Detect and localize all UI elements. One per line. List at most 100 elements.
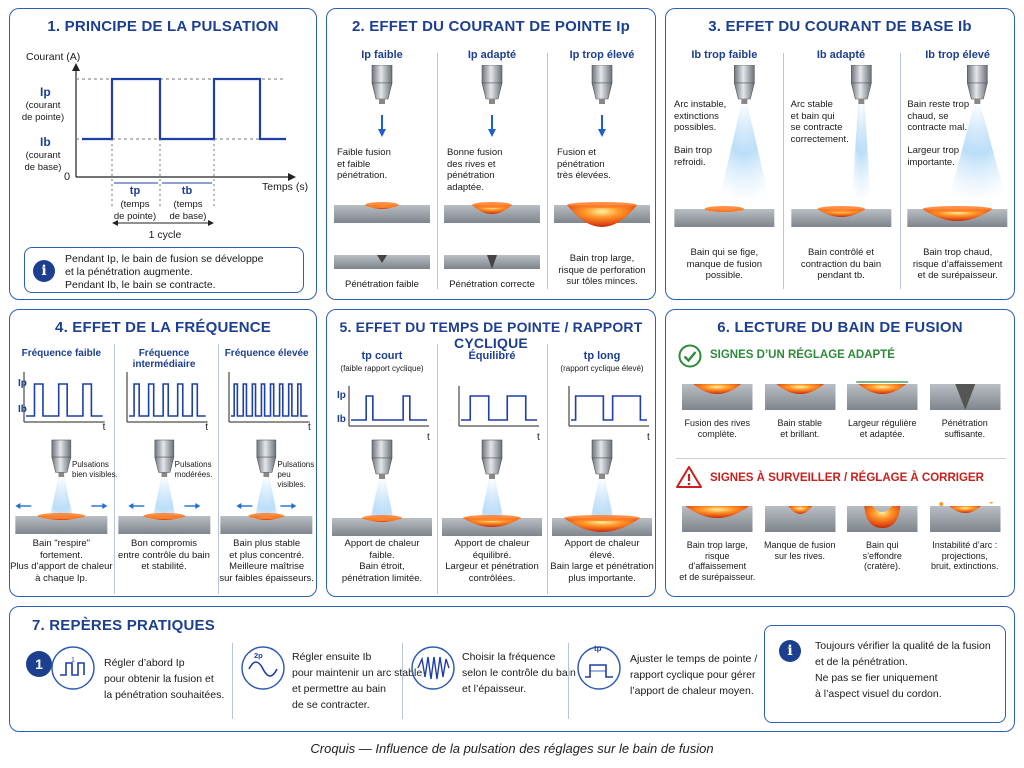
check-circle-icon [678,344,702,368]
panel-pulsation-principle: 1. PRINCIPE DE LA PULSATION Courant (A) … [9,8,317,300]
base-col-illustration-1 [790,65,891,227]
duty-col-head-1: Équilibré [468,350,516,362]
peak-col-text-2: Fusion et pénétration très élevées. [557,147,611,181]
panel-duty-cycle: 5. EFFET DU TEMPS DE POINTE / RAPPORT CY… [326,309,656,597]
y-axis-label: Courant (A) [26,51,81,63]
freq-col-illustration-2 [220,372,313,536]
duty-col-sub-2: (rapport cyclique élevé) [560,364,644,373]
verification-note: Toujours vérifier la qualité de la fusio… [815,640,991,700]
freq-col-illustration-1 [117,372,210,536]
x-axis-label: Temps (s) [262,181,309,193]
freq-ip-label: Ip [18,378,27,389]
freq-col-result-1: Bon compromis entre contrôle du bain et … [118,538,210,572]
bad-sign-text-1: Manque de fusion sur les rives. [763,540,836,561]
good-signs-heading: SIGNES D’UN RÉGLAGE ADAPTÉ [710,349,895,361]
panel-7-title: 7. REPÈRES PRATIQUES [32,617,215,634]
panel-1-title: 1. PRINCIPE DE LA PULSATION [47,18,279,35]
peak-col-text-0: Faible fusion et faible pénétration. [337,147,391,181]
base-icon-label: 2p [254,651,263,660]
duty-col-head-0: tp court [361,350,403,362]
peak-col-head-2: Ip trop élevé [569,49,635,61]
panel-weld-pool-reading: 6. LECTURE DU BAIN DE FUSION SIGNES D’UN… [665,309,1015,597]
info-icon: i [33,260,55,282]
ib-sublabel: (courant de base) [24,150,62,173]
panel-7-info-box: i Toujours vérifier la qualité de la fus… [764,625,1006,723]
bad-sign-image-1 [764,506,835,532]
tp-label: tp [129,185,141,197]
base-col-illustration-0 [674,65,775,227]
duty-t-label-2: t [647,432,650,443]
peak-col-illustration-1 [444,65,540,269]
duty-col-head-2: tp long [583,350,621,362]
panel-practical-tips: 7. REPÈRES PRATIQUES 1 1 Régler d’abord … [9,606,1015,732]
base-col-result-2: Bain trop chaud, risque d’affaissement e… [912,247,1003,281]
freq-t-label-0: t [102,422,106,433]
ib-label: Ib [40,135,51,149]
tb-sublabel: (temps de base) [169,199,207,222]
frequency-wave-icon [411,646,455,690]
tip-step-3: Choisir la fréquence selon le contrôle d… [462,651,576,695]
peak-col-result-0: Pénétration faible [345,279,419,290]
tip-step-4: Ajuster le temps de pointe / rapport cyc… [630,653,758,697]
panel-base-current: 3. EFFET DU COURANT DE BASE Ib Ib trop f… [665,8,1015,300]
duty-t-label-1: t [537,432,540,443]
warning-triangle-icon [676,466,702,488]
panel-frequency: 4. EFFET DE LA FRÉQUENCE Fréquence faibl… [9,309,317,597]
freq-t-label-1: t [205,422,209,433]
step-number-badge: 1 [26,651,52,677]
freq-col-result-0: Bain "respire" fortement. Plus d’apport … [10,538,113,584]
base-col-result-1: Bain contrôlé et contraction du bain pen… [800,247,882,281]
peak-col-text-1: Bonne fusion des rives et pénétration ad… [447,147,503,193]
panel-2-title: 2. EFFET DU COURANT DE POINTE Ip [351,18,631,35]
base-col-text-2: Bain reste trop chaud, se contracte mal.… [907,99,970,168]
base-col-head-2: Ib trop élevé [925,49,991,61]
info-icon: i [779,640,801,662]
freq-t-label-2: t [308,422,311,433]
panel-1-info-box: i Pendant Ip, le bain de fusion se dével… [24,247,304,293]
duty-ip-label: Ip [337,390,346,401]
freq-col-head-1: Fréquence intermédiaire [132,348,196,370]
tb-label: tb [181,185,193,197]
duty-t-label-0: t [427,432,430,443]
good-sign-text-1: Bain stable et brillant. [777,418,823,439]
peak-col-illustration-0 [334,65,430,269]
duty-col-sub-0: (faible rapport cyclique) [340,364,424,373]
bad-sign-text-0: Bain trop large, risque d’affaissement e… [679,540,756,582]
panel-peak-current: 2. EFFET DU COURANT DE POINTE Ip Ip faib… [326,8,656,300]
base-col-result-0: Bain qui se fige, manque de fusion possi… [686,247,763,281]
tip-step-2: Régler ensuite Ib pour maintenir un arc … [292,651,423,711]
peak-col-result-1: Pénétration correcte [449,279,535,290]
base-current-icon [241,646,285,690]
peak-current-icon [51,646,95,690]
peak-col-illustration-2 [554,65,650,227]
duty-col-result-0: Apport de chaleur faible. Bain étroit, p… [341,538,423,584]
panel-3-title: 3. EFFET DU COURANT DE BASE Ib [708,18,972,35]
duty-col-result-1: Apport de chaleur équilibré. Largeur et … [445,538,539,584]
good-sign-image-3 [929,384,1000,410]
tp-sublabel: (temps de pointe) [113,199,157,222]
freq-col-head-2: Fréquence élevée [224,348,309,359]
bad-sign-image-2 [847,506,918,532]
ip-sublabel: (courant de pointe) [21,100,65,123]
base-col-head-0: Ib trop faible [691,49,758,61]
freq-col-illustration-0 [15,372,108,536]
freq-col-note-2: Pulsations peu visibles. [277,460,315,489]
bad-sign-text-2: Bain qui s’effondre (cratère). [862,540,902,571]
tip-step-1: Régler d’abord Ip pour obtenir la fusion… [104,657,225,701]
duty-col-result-2: Apport de chaleur élevé. Bain large et p… [550,538,654,584]
origin-zero: 0 [64,171,71,183]
freq-col-head-0: Fréquence faible [21,348,102,359]
freq-col-note-0: Pulsations bien visibles. [72,460,118,479]
good-sign-text-2: Largeur régulière et adaptée. [847,418,917,439]
duty-col-illustration-0 [332,386,432,536]
peak-col-result-2: Bain trop large, risque de perforation s… [558,253,646,287]
duty-ib-label: Ib [337,414,346,425]
peak-icon-label: 1 [71,657,75,664]
freq-col-note-1: Pulsations modérées. [174,460,213,479]
good-sign-text-0: Fusion des rives complète. [684,418,751,439]
panel-5-title: 5. EFFET DU TEMPS DE POINTE / RAPPORT CY… [339,319,643,351]
bad-signs-heading: SIGNES À SURVEILLER / RÉGLAGE À CORRIGER [710,472,984,484]
figure-caption: Croquis — Influence de la pulsation des … [310,741,714,756]
panel-6-title: 6. LECTURE DU BAIN DE FUSION [717,319,963,336]
base-col-illustration-2 [907,65,1008,227]
